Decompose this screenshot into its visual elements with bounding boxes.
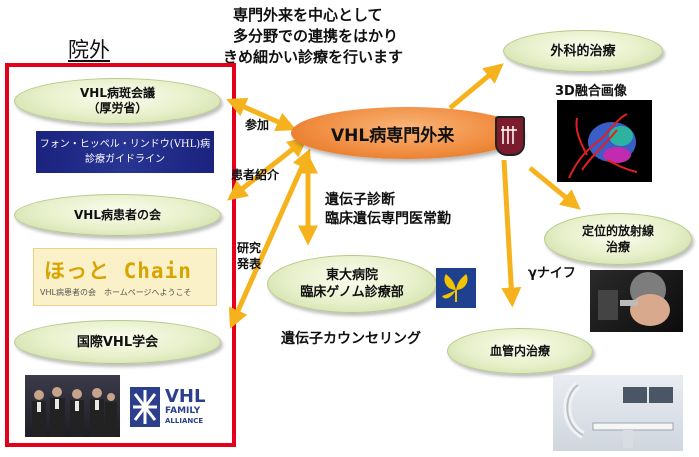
label-research-1: 研究 bbox=[237, 241, 262, 255]
gamma-knife-image bbox=[590, 270, 683, 332]
radiation-line-2: 治療 bbox=[605, 240, 630, 254]
intl-society-oval: 国際VHL学会 bbox=[14, 320, 221, 364]
outside-title: 院外 bbox=[68, 38, 110, 62]
gamma-knife-label: γナイフ bbox=[528, 266, 576, 281]
fusion-label: 3D融合画像 bbox=[555, 84, 627, 99]
label-research: 研究 発表 bbox=[237, 240, 261, 272]
label-referral-1: 患者 bbox=[231, 168, 256, 182]
vhl-council-line-1: VHL病斑会議 bbox=[80, 86, 155, 100]
radiation-line-1: 定位的放射線 bbox=[581, 224, 654, 238]
genetics-line-2: 臨床遺伝専門医常勤 bbox=[325, 211, 451, 227]
hotto-chain-subtitle: VHL病患者の会 ホームページへようこそ bbox=[40, 288, 192, 297]
logo-family-text: FAMILY bbox=[165, 406, 201, 416]
intl-society-label: 国際VHL学会 bbox=[76, 334, 159, 350]
knot-logo-icon bbox=[130, 387, 160, 427]
arrow-radiation bbox=[528, 166, 581, 210]
label-research-2: 発表 bbox=[237, 257, 262, 271]
surgery-oval: 外科的治療 bbox=[503, 30, 663, 72]
patients-group-label: VHL病患者の会 bbox=[74, 207, 161, 222]
headline-line-1: 専門外来を中心として bbox=[233, 6, 383, 24]
arrow-surgery bbox=[448, 63, 504, 110]
3d-fusion-image bbox=[557, 100, 652, 182]
genome-dept-oval: 東大病院 臨床ゲノム診療部 bbox=[267, 255, 437, 313]
ginkgo-logo-icon bbox=[436, 268, 476, 308]
guideline-banner: フォン・ヒッペル・リンドウ(VHL)病 診療ガイドライン bbox=[36, 131, 214, 173]
ut-crest-icon bbox=[495, 116, 525, 156]
group-photo bbox=[25, 375, 120, 437]
headline-line-2: 多分野での連携をはかり bbox=[233, 27, 399, 45]
label-referral: 患者紹介 bbox=[231, 166, 279, 183]
logo-vhl-text: VHL bbox=[165, 386, 206, 407]
vhl-council-line-2: （厚労省） bbox=[87, 101, 148, 115]
surgery-label: 外科的治療 bbox=[550, 43, 616, 59]
guideline-subtitle: 診療ガイドライン bbox=[85, 154, 165, 165]
vhl-family-alliance-logo: VHL FAMILY ALLIANCE bbox=[127, 377, 222, 437]
patients-group-oval: VHL病患者の会 bbox=[14, 194, 221, 236]
angiography-room-image bbox=[553, 375, 683, 451]
hotto-chain-banner: ほっと Chain VHL病患者の会 ホームページへようこそ bbox=[33, 248, 217, 306]
endovascular-oval: 血管内治療 bbox=[447, 328, 593, 374]
label-referral-2: 紹介 bbox=[255, 168, 280, 182]
arrow-endovascular bbox=[501, 159, 522, 308]
arrow-research bbox=[228, 148, 312, 329]
counseling-label: 遺伝子カウンセリング bbox=[281, 331, 421, 347]
genome-dept-line-1: 東大病院 bbox=[325, 268, 378, 283]
genetics-line-1: 遺伝子診断 bbox=[325, 192, 395, 208]
hotto-chain-title: ほっと Chain bbox=[44, 259, 192, 283]
genome-dept-line-2: 臨床ゲノム診療部 bbox=[300, 285, 404, 300]
arrow-participate bbox=[226, 97, 297, 132]
logo-alliance-text: ALLIANCE bbox=[165, 417, 204, 425]
label-participate: 参加 bbox=[245, 118, 270, 132]
vhl-council-oval: VHL病斑会議 （厚労省） bbox=[14, 78, 221, 124]
people-silhouettes-icon bbox=[32, 387, 117, 437]
headline-line-3: きめ細かい診療を行います bbox=[223, 48, 404, 66]
vhl-clinic-oval: VHL病専門外来 bbox=[291, 107, 523, 159]
vhl-clinic-label: VHL病専門外来 bbox=[331, 125, 455, 146]
endovascular-label: 血管内治療 bbox=[489, 343, 550, 358]
guideline-title: フォン・ヒッペル・リンドウ(VHL)病 bbox=[39, 139, 211, 150]
radiation-oval: 定位的放射線 治療 bbox=[544, 213, 692, 265]
